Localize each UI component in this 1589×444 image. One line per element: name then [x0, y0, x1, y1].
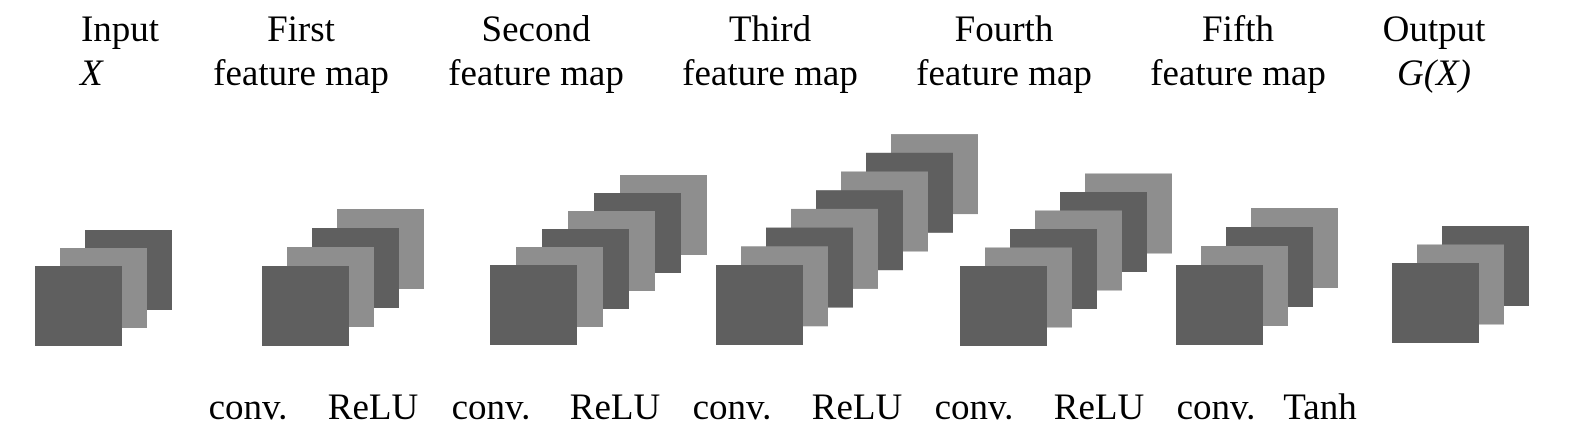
op-label-conv: conv.: [451, 387, 531, 428]
stage-title: Output: [1382, 9, 1486, 50]
stage-title: Second: [481, 9, 591, 50]
stage-subtitle: X: [80, 53, 103, 94]
op-label-relu: ReLU: [811, 387, 903, 428]
feature-map-stack-second: [490, 175, 707, 345]
feature-map-stack-input: [35, 230, 172, 346]
stage-subtitle: feature map: [916, 53, 1092, 94]
stage-label-input: Input X: [70, 8, 170, 96]
op-label-relu: ReLU: [569, 387, 661, 428]
stage-title: Third: [728, 9, 812, 50]
stage-subtitle: feature map: [682, 53, 858, 94]
op-label-conv: conv.: [934, 387, 1014, 428]
op-label-conv: conv.: [1176, 387, 1256, 428]
feature-map-stack-third: [716, 134, 978, 345]
stage-label-output: Output G(X): [1372, 8, 1496, 96]
feature-map-stack-fifth: [1176, 208, 1338, 345]
stage-title: First: [267, 9, 335, 50]
stage-label-fifth: Fifth feature map: [1133, 8, 1343, 96]
op-label-tanh: Tanh: [1283, 387, 1357, 428]
stage-label-first: First feature map: [196, 8, 406, 96]
stage-subtitle: feature map: [1150, 53, 1326, 94]
feature-map-stack-fourth: [960, 173, 1172, 346]
feature-map-stack-output: [1392, 226, 1529, 343]
stage-title: Input: [80, 9, 160, 50]
stage-label-fourth: Fourth feature map: [899, 8, 1109, 96]
feature-map-layer: [35, 266, 122, 346]
stage-subtitle: feature map: [213, 53, 389, 94]
feature-map-layer: [490, 265, 577, 345]
feature-map-layer: [960, 266, 1047, 346]
op-label-conv: conv.: [208, 387, 288, 428]
feature-map-layer: [262, 266, 349, 346]
feature-map-layer: [1176, 265, 1263, 345]
op-label-relu: ReLU: [1053, 387, 1145, 428]
stage-title: Fourth: [954, 9, 1054, 50]
stage-subtitle: G(X): [1397, 53, 1471, 94]
stage-label-second: Second feature map: [431, 8, 641, 96]
feature-map-stack-first: [262, 209, 424, 346]
feature-map-layer: [1392, 263, 1479, 343]
stage-label-third: Third feature map: [665, 8, 875, 96]
stage-title: Fifth: [1202, 9, 1274, 50]
op-label-relu: ReLU: [327, 387, 419, 428]
feature-map-layer: [716, 265, 803, 345]
stage-subtitle: feature map: [448, 53, 624, 94]
op-label-conv: conv.: [692, 387, 772, 428]
